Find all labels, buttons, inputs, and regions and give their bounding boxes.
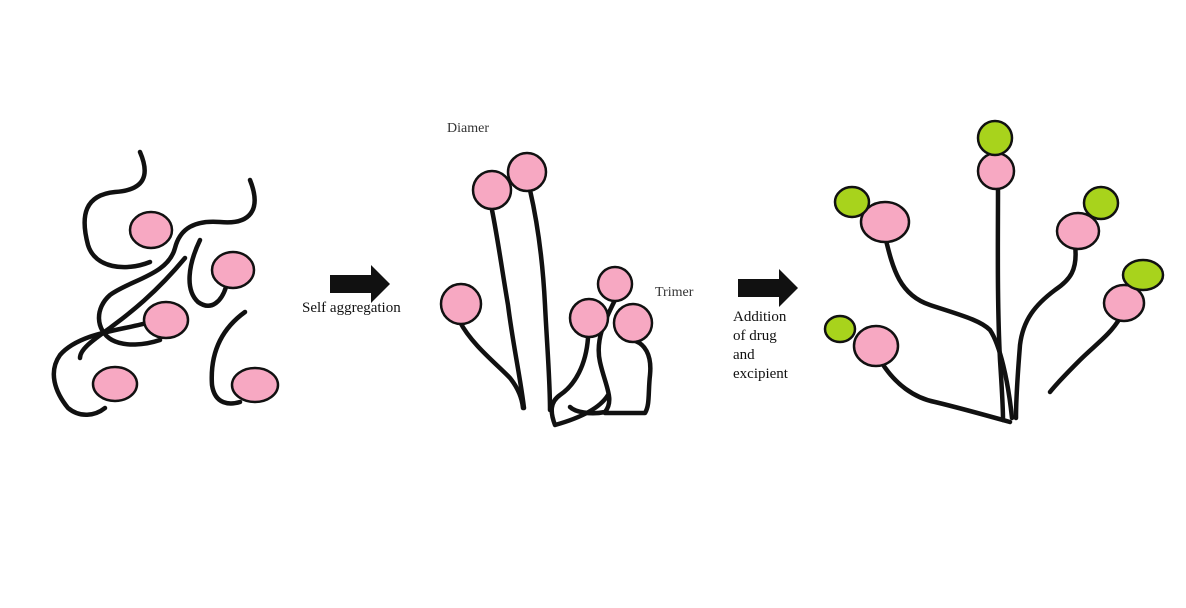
carrier-head [852,324,900,368]
loaded-tails [877,185,1123,425]
monomer-head [230,366,280,404]
arrow-self-aggregation [330,265,390,303]
free-monomer-tails [51,149,257,417]
monomer-head [439,282,483,326]
monomer-head [142,300,190,340]
drug-molecule [1121,258,1165,292]
addition-line: of drug [733,328,777,344]
addition-of-drug-label: Addition of drug and excipient [733,308,788,384]
drug-molecule [1082,185,1120,221]
trimer-head [568,297,610,339]
drug-molecule [833,185,871,219]
drug-molecule [823,314,857,344]
carrier-head [976,151,1016,191]
diamer-head [471,169,513,211]
carrier-head [859,200,911,244]
trimer-head [612,302,654,344]
addition-line: excipient [733,366,788,382]
drug-molecule [976,119,1014,157]
diamer-head [506,151,548,193]
monomer-head [210,250,256,290]
carrier-head [1055,211,1101,251]
trimer-head [596,265,634,303]
self-aggregation-label: Self aggregation [302,300,401,316]
carrier-head [1102,283,1146,323]
monomer-head [128,210,174,250]
arrow-drug-addition [738,269,798,307]
monomer-head [91,365,139,403]
diamer-label: Diamer [447,121,489,136]
trimer-label: Trimer [655,285,694,300]
addition-line: Addition [733,309,787,325]
addition-line: and [733,347,755,363]
